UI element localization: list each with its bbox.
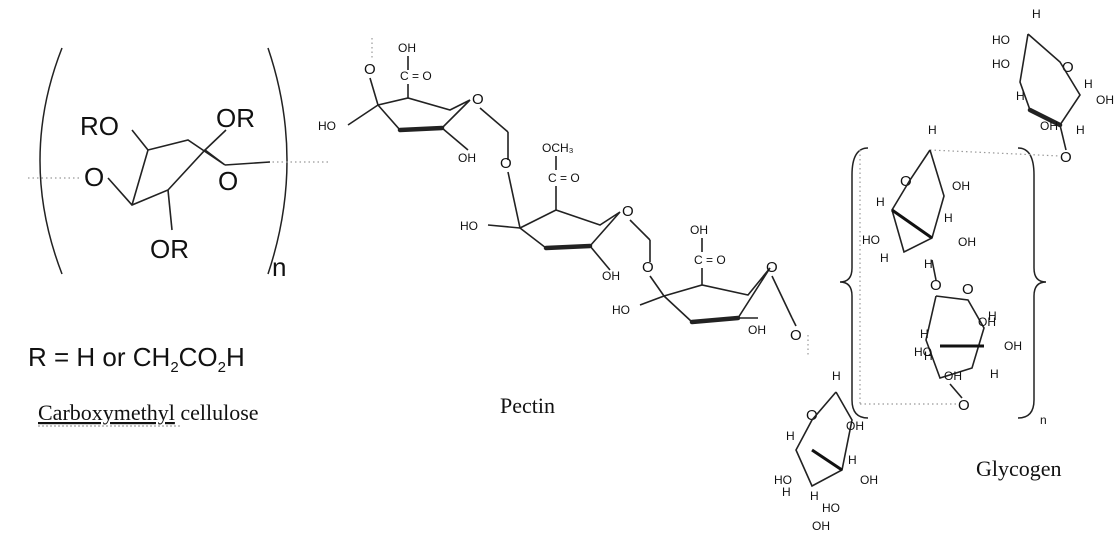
glyco-left-brace bbox=[839, 147, 869, 419]
pectin-o-link2: O bbox=[642, 259, 654, 276]
glyco-top-oh1: OH bbox=[1096, 93, 1114, 107]
cmc-name-underlined: Carboxymethyl bbox=[38, 400, 175, 425]
glyco-b-h: H bbox=[832, 369, 841, 383]
pectin-c-eq-o2: C = O bbox=[548, 171, 580, 185]
pectin-o-ring2: O bbox=[622, 203, 634, 220]
glyco-m1-oh1: OH bbox=[952, 179, 970, 193]
pectin-oh-ring2: OH bbox=[602, 269, 620, 283]
glyco-b-ho2: HO bbox=[822, 501, 840, 515]
glyco-m1-oh2: OH bbox=[958, 235, 976, 249]
cmc-ring bbox=[107, 139, 226, 206]
cmc-structure: RO OR O O OR n bbox=[28, 47, 330, 282]
cmc-o-left: O bbox=[84, 162, 104, 192]
glyco-top-h3: H bbox=[1084, 77, 1093, 91]
cmc-o-ring: O bbox=[218, 166, 238, 196]
pectin-o-ring1: O bbox=[472, 91, 484, 108]
cmc-name-label: Carboxymethyl cellulose bbox=[38, 400, 259, 425]
pectin-c-eq-o1: C = O bbox=[400, 69, 432, 83]
glyco-b-oh3: OH bbox=[812, 519, 830, 533]
pectin-o-top: O bbox=[364, 61, 376, 78]
glyco-top-o-link: O bbox=[1060, 149, 1072, 166]
glyco-b-o: O bbox=[806, 407, 818, 424]
glyco-m1-o: O bbox=[900, 173, 912, 190]
glyco-m2-h3: H bbox=[924, 349, 933, 363]
glyco-m2-h4: H bbox=[990, 367, 999, 381]
glycogen-label: Glycogen bbox=[976, 456, 1062, 481]
cmc-or-bottom: OR bbox=[150, 234, 189, 264]
glyco-m1-o-link: O bbox=[930, 277, 942, 294]
glyco-top-o: O bbox=[1062, 59, 1074, 76]
cmc-r-formula: R = H or CH2CO2H bbox=[28, 342, 245, 376]
glyco-b-h3: H bbox=[848, 453, 857, 467]
glyco-m1-ho: HO bbox=[862, 233, 880, 247]
glyco-m2-h2: H bbox=[988, 309, 997, 323]
pectin-oh-ring3: OH bbox=[748, 323, 766, 337]
glyco-subscript-n: n bbox=[1040, 413, 1047, 427]
glyco-right-brace bbox=[1017, 147, 1047, 419]
glyco-m1-h3: H bbox=[944, 211, 953, 225]
pectin-oh1: OH bbox=[398, 41, 416, 55]
glyco-b-oh1: OH bbox=[846, 419, 864, 433]
glyco-m2-o: O bbox=[962, 281, 974, 298]
pectin-o-link1: O bbox=[500, 155, 512, 172]
glyco-b-h5: H bbox=[810, 489, 819, 503]
cmc-left-paren bbox=[39, 47, 63, 275]
pectin-label: Pectin bbox=[500, 393, 555, 418]
pectin-structure: O OH C = O HO OH O O OCH₃ C = O HO OH O … bbox=[318, 38, 809, 418]
cmc-right-paren bbox=[267, 47, 288, 275]
pectin-och3: OCH₃ bbox=[542, 141, 574, 155]
glyco-m2-oh2: OH bbox=[1004, 339, 1022, 353]
pectin-ho1: HO bbox=[318, 119, 336, 133]
glyco-top-ho1: HO bbox=[992, 33, 1010, 47]
glyco-top-h2: H bbox=[1016, 89, 1025, 103]
pectin-o-ring3: O bbox=[766, 259, 778, 276]
glyco-m2-h: H bbox=[920, 327, 929, 341]
glyco-m1-h4: H bbox=[880, 251, 889, 265]
glyco-b-oh2: OH bbox=[860, 473, 878, 487]
glyco-b-ring bbox=[795, 391, 853, 488]
pectin-ring1 bbox=[377, 97, 471, 131]
pectin-ring3 bbox=[663, 267, 771, 323]
glyco-m2-oh3: OH bbox=[944, 369, 962, 383]
cmc-ro: RO bbox=[80, 111, 119, 141]
glycogen-structure: H HO HO O H H OH OH H O n H O OH H H HO … bbox=[774, 7, 1114, 533]
pectin-c-eq-o3: C = O bbox=[694, 253, 726, 267]
glyco-m1-h: H bbox=[928, 123, 937, 137]
glyco-b-h2: H bbox=[786, 429, 795, 443]
cmc-subscript-n: n bbox=[272, 252, 286, 282]
glyco-m2-o-link: O bbox=[958, 397, 970, 414]
pectin-oh-ring1: OH bbox=[458, 151, 476, 165]
glyco-m2-oh1: OH bbox=[978, 315, 996, 329]
glyco-top-oh2: OH bbox=[1040, 119, 1058, 133]
glyco-b-h4: H bbox=[782, 485, 791, 499]
glyco-m1-h5: H bbox=[924, 257, 933, 271]
glyco-m1-ring bbox=[891, 149, 945, 254]
glyco-m1-h2: H bbox=[876, 195, 885, 209]
glyco-top-h: H bbox=[1032, 7, 1041, 21]
cmc-or-top: OR bbox=[216, 103, 255, 133]
pectin-ho2: HO bbox=[460, 219, 478, 233]
glyco-top-ho2: HO bbox=[992, 57, 1010, 71]
pectin-oh3: OH bbox=[690, 223, 708, 237]
pectin-ho3: HO bbox=[612, 303, 630, 317]
pectin-ring2 bbox=[519, 209, 621, 249]
glyco-top-h4: H bbox=[1076, 123, 1085, 137]
glyco-m2-ring bbox=[925, 295, 985, 379]
pectin-o-end: O bbox=[790, 327, 802, 344]
glyco-b-ho: HO bbox=[774, 473, 792, 487]
glyco-m2-ho: HO bbox=[914, 345, 932, 359]
